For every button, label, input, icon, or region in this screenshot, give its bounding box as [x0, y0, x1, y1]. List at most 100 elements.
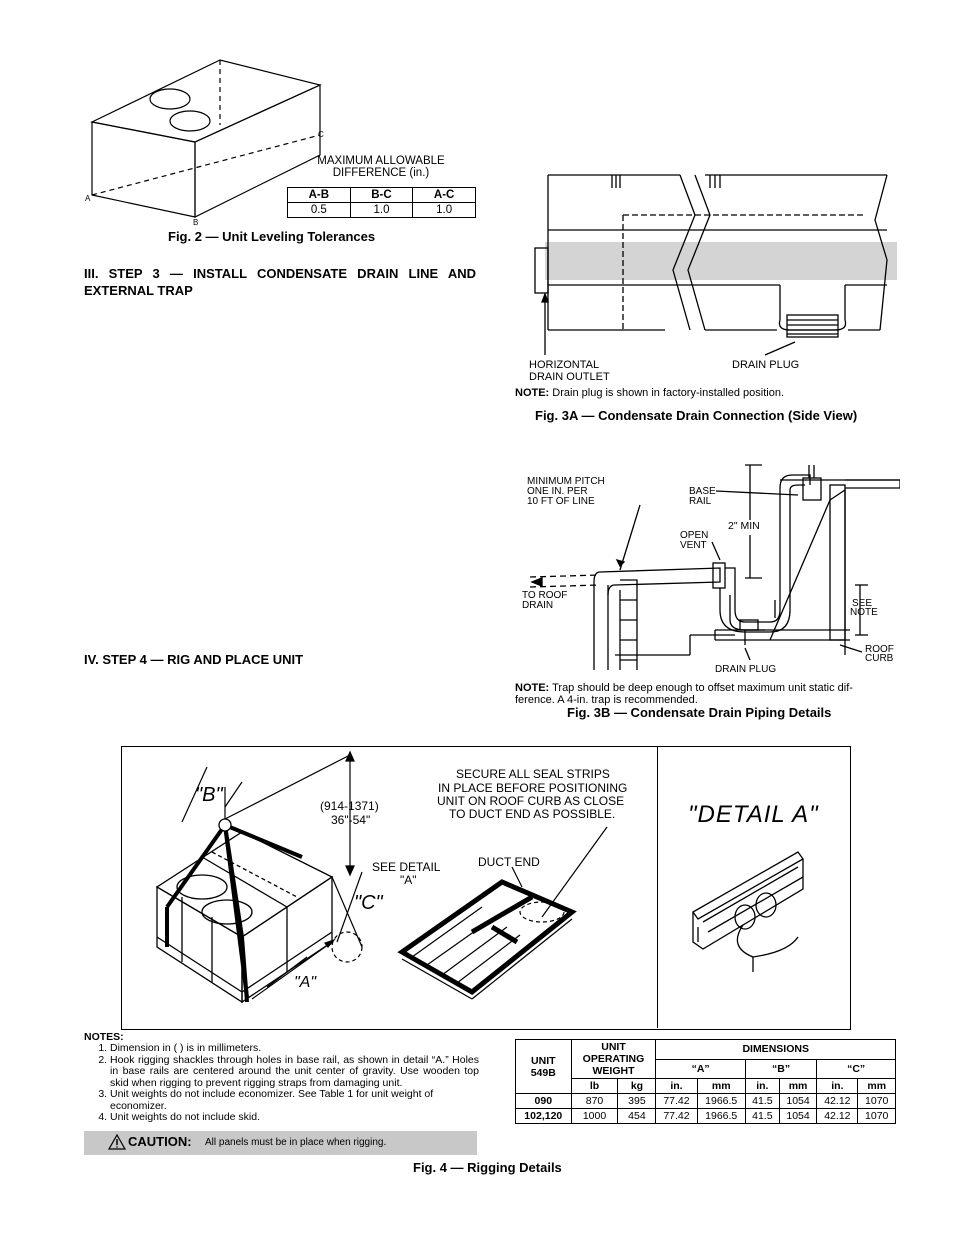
unit-lb: lb	[570, 1078, 619, 1094]
dim-label-2: 36"-54"	[331, 813, 370, 827]
caution-label: CAUTION:	[128, 1134, 192, 1149]
outlet-label-line1: HORIZONTAL	[529, 359, 600, 371]
tol-header-ab: A-B	[287, 187, 351, 203]
pitch-label-3: 10 FT OF LINE	[527, 496, 595, 507]
weight-header-2: OPERATING	[582, 1053, 645, 1065]
unit-mm: mm	[857, 1078, 896, 1094]
fig3a-note-text: Drain plug is shown in factory-installed…	[552, 387, 785, 399]
note-item: Hook rigging shackles through holes in b…	[110, 1054, 479, 1090]
cell: 42.12	[816, 1093, 859, 1109]
fig3b-drain-plug-label: DRAIN PLUG	[715, 664, 776, 675]
rigging-weight-table: UNIT 549B UNIT OPERATING WEIGHT DIMENSIO…	[515, 1039, 896, 1124]
unit-leveling-drawing: A B C	[85, 59, 324, 227]
to-roof-drain-label-1: TO ROOF	[522, 590, 567, 601]
fig3a-note-label: NOTE:	[515, 387, 550, 399]
horizontal-drain-outlet-label: HORIZONTAL DRAIN OUTLET	[529, 359, 610, 383]
note-item: Dimension in ( ) is in millimeters.	[110, 1042, 479, 1055]
tol-value-bc: 1.0	[349, 202, 414, 218]
open-vent-label-2: VENT	[680, 540, 707, 551]
rigging-figure-frame	[121, 746, 851, 1030]
tol-header-bc: B-C	[349, 187, 414, 203]
unit-in: in.	[816, 1078, 859, 1094]
roof-curb-label-1: ROOF	[865, 644, 894, 655]
tol-header-ac: A-C	[412, 187, 476, 203]
unit-in: in.	[655, 1078, 698, 1094]
see-note-label-2: NOTE	[850, 607, 878, 618]
rigging-notes: NOTES: Dimension in ( ) is in millimeter…	[84, 1031, 479, 1124]
corner-b-label: B	[193, 218, 198, 227]
secure-label-3: UNIT ON ROOF CURB AS CLOSE	[437, 794, 624, 808]
cell: 1000	[570, 1108, 619, 1124]
dim-label-1: (914-1371)	[320, 799, 379, 813]
col-dimensions: DIMENSIONS	[655, 1039, 896, 1060]
cell: 42.12	[816, 1108, 859, 1124]
cell: 1054	[778, 1093, 818, 1109]
detail-divider	[657, 746, 658, 1028]
label-a: "A"	[294, 974, 317, 991]
caution-text: All panels must be in place when rigging…	[205, 1137, 387, 1148]
pitch-label-1: MINIMUM PITCH	[527, 476, 605, 487]
cell: 1966.5	[696, 1108, 746, 1124]
drain-plug-label: DRAIN PLUG	[732, 359, 800, 371]
min-label: 2" MIN	[728, 520, 760, 532]
table-row: 102,120 1000 454 77.42 1966.5 41.5 1054 …	[515, 1108, 896, 1124]
cell: 1070	[857, 1093, 896, 1109]
label-b: "B"	[195, 784, 223, 806]
see-detail-label-1: SEE DETAIL	[372, 860, 441, 874]
fig2-caption: Fig. 2 — Unit Leveling Tolerances	[168, 229, 376, 244]
col-dim-a: “A”	[655, 1058, 746, 1079]
cell: 1966.5	[696, 1093, 746, 1109]
detail-a-drawing: "DETAIL A"	[688, 801, 819, 972]
caution-box: CAUTION: All panels must be in place whe…	[84, 1131, 477, 1155]
tolerance-table: A-B B-C A-C 0.5 1.0 1.0	[287, 187, 476, 218]
note-item: Unit weights do not include skid.	[110, 1111, 479, 1124]
cell: 77.42	[655, 1108, 698, 1124]
detail-a-title: "DETAIL A"	[688, 801, 819, 828]
cell: 1054	[778, 1108, 818, 1124]
fig3a-note: NOTE: Drain plug is shown in factory-ins…	[515, 387, 784, 399]
col-dim-b: “B”	[744, 1058, 818, 1079]
cell: 395	[617, 1093, 657, 1109]
see-note-label-1: SEE	[852, 598, 872, 609]
notes-title: NOTES:	[84, 1031, 124, 1043]
base-rail-label-1: BASE	[689, 486, 716, 497]
cell: 77.42	[655, 1093, 698, 1109]
secure-label-4: TO DUCT END AS POSSIBLE.	[449, 807, 615, 821]
pitch-label-2: ONE IN. PER	[527, 486, 588, 497]
col-dim-c: “C”	[816, 1058, 896, 1079]
weight-header-3: WEIGHT	[592, 1065, 635, 1077]
tol-value-ac: 1.0	[412, 202, 476, 218]
secure-label-2: IN PLACE BEFORE POSITIONING	[438, 781, 627, 795]
fig3b-caption: Fig. 3B — Condensate Drain Piping Detail…	[567, 705, 832, 720]
weight-header-1: UNIT	[601, 1041, 626, 1053]
duct-end-label: DUCT END	[478, 855, 540, 869]
label-c: "C"	[354, 892, 384, 914]
secure-label-1: SECURE ALL SEAL STRIPS	[456, 767, 610, 781]
cell: 090	[515, 1093, 572, 1109]
fig3b-note: NOTE: Trap should be deep enough to offs…	[515, 682, 905, 706]
cell: 870	[570, 1093, 619, 1109]
cell: 454	[617, 1108, 657, 1124]
tol-value-ab: 0.5	[287, 202, 351, 218]
roof-curb-label-2: CURB	[865, 653, 894, 664]
unit-header-1: UNIT	[531, 1054, 556, 1067]
to-roof-drain-label-2: DRAIN	[522, 600, 553, 611]
cell: 41.5	[744, 1093, 780, 1109]
rigging-drawing: "B" "C" "A" (914-1371) 36"-54" SEE DETAI…	[155, 750, 627, 1004]
unit-mm: mm	[696, 1078, 746, 1094]
fig3b-note-text-2: ference. A 4-in. trap is recommended.	[515, 694, 698, 706]
unit-kg: kg	[617, 1078, 657, 1094]
note-item: Unit weights do not include economizer. …	[110, 1088, 479, 1112]
unit-header-2: 549B	[530, 1066, 556, 1079]
open-vent-label-1: OPEN	[680, 530, 708, 541]
cell: 41.5	[744, 1108, 780, 1124]
base-rail-label-2: RAIL	[689, 496, 712, 507]
table-row: 090 870 395 77.42 1966.5 41.5 1054 42.12…	[515, 1093, 896, 1109]
fig3b-note-text-1: Trap should be deep enough to offset max…	[552, 682, 853, 694]
see-detail-label-2: "A"	[400, 873, 417, 887]
tolerance-title-line2: DIFFERENCE (in.)	[332, 167, 430, 179]
col-weight: UNIT OPERATING WEIGHT	[570, 1039, 657, 1079]
cell: 1070	[857, 1108, 896, 1124]
cell: 102,120	[515, 1108, 572, 1124]
drain-connection-side-view	[534, 174, 897, 356]
